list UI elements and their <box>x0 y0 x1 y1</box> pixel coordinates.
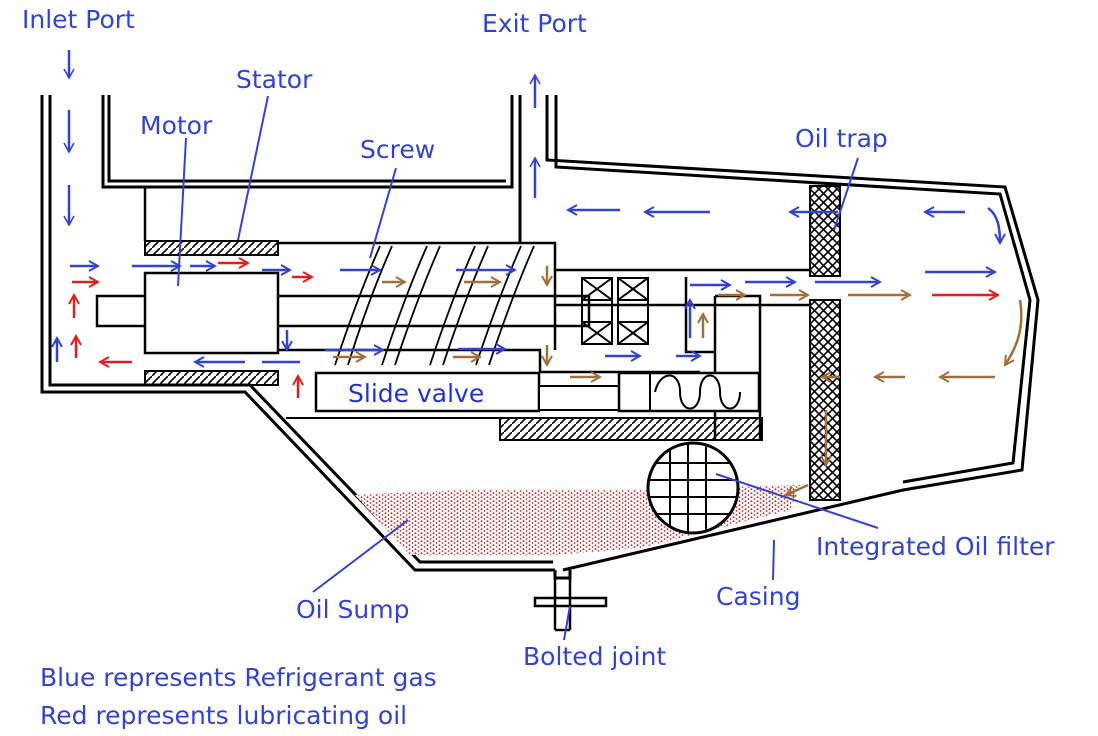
casing-outline <box>40 95 1040 580</box>
stator-label: Stator <box>236 65 313 94</box>
oil-sump-label: Oil Sump <box>296 595 409 624</box>
legend-refrigerant: Blue represents Refrigerant gas <box>40 663 437 692</box>
bolted-joint <box>533 578 608 632</box>
motor <box>95 187 591 386</box>
exit-port-label: Exit Port <box>482 9 587 38</box>
oil-trap-label: Oil trap <box>795 124 888 153</box>
discharge-passage <box>555 277 810 440</box>
oil-flow-arrows <box>72 263 998 398</box>
slide-valve-label: Slide valve <box>348 379 484 408</box>
stator-bottom <box>144 370 279 386</box>
oil-filter-label: Integrated Oil filter <box>816 532 1055 561</box>
screw-label: Screw <box>360 135 435 164</box>
legend-oil: Red represents lubricating oil <box>40 701 407 730</box>
stator-top <box>144 240 279 256</box>
leader-lines <box>177 95 879 641</box>
bolted-joint-label: Bolted joint <box>523 642 666 671</box>
oil-return-flow-arrows <box>333 266 1023 495</box>
bearings <box>581 277 649 345</box>
oil-trap-lower <box>809 299 841 501</box>
oil-filter <box>646 441 740 535</box>
slide-valve <box>286 371 763 441</box>
oil-trap-upper <box>809 185 841 277</box>
refrigerant-flow-arrows <box>57 50 1000 362</box>
motor-rotor <box>143 271 280 355</box>
casing-label: Casing <box>716 582 800 611</box>
inlet-port-label: Inlet Port <box>22 5 135 34</box>
motor-label: Motor <box>140 111 213 140</box>
